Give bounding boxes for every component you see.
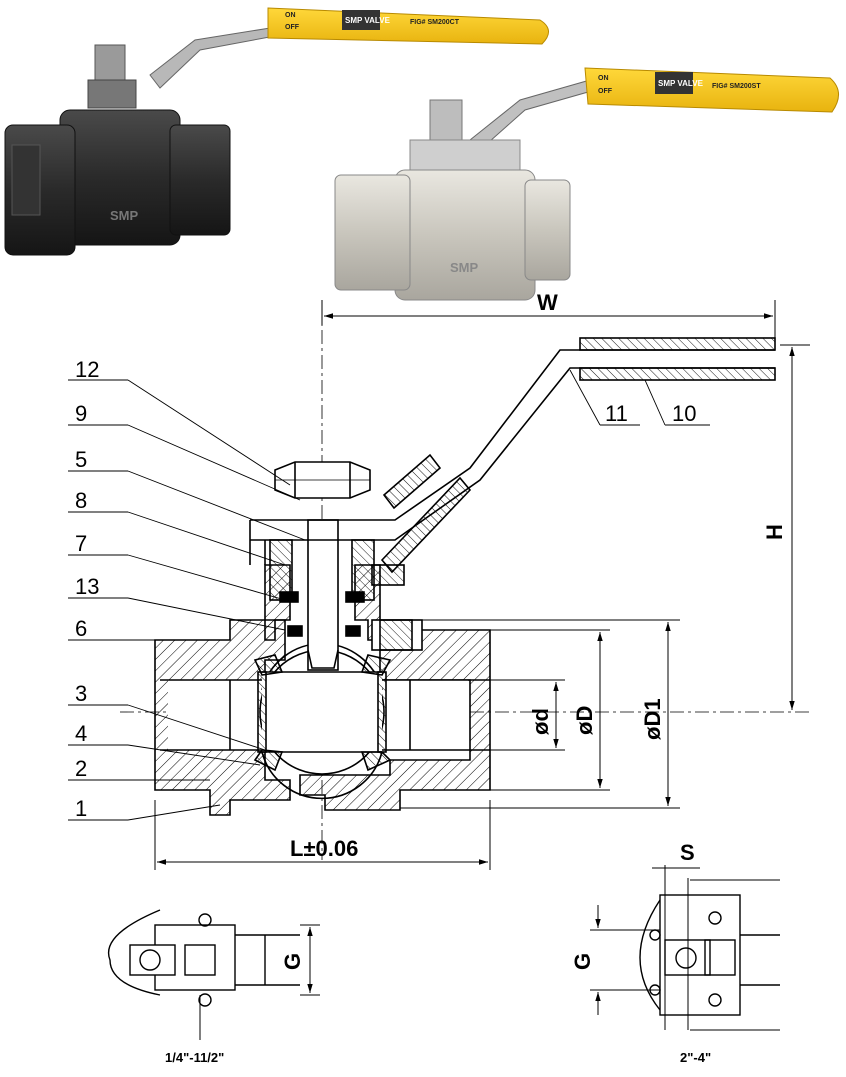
dim-w: W	[537, 290, 558, 315]
part-13: 13	[75, 574, 99, 599]
part-10: 10	[672, 401, 696, 426]
steel-body-mark: SMP	[450, 260, 479, 275]
dim-bore: ød	[528, 708, 553, 735]
caption-small-size: 1/4"-11/2"	[165, 1050, 224, 1065]
part-9: 9	[75, 401, 87, 426]
dim-h: H	[762, 524, 787, 540]
dim-g-large: G	[570, 953, 595, 970]
brand-badge-2	[655, 72, 693, 94]
part-1: 1	[75, 796, 87, 821]
part-4: 4	[75, 721, 87, 746]
yellow-handle-grip	[267, 7, 549, 45]
part-8: 8	[75, 488, 87, 513]
part-5: 5	[75, 447, 87, 472]
part-11: 11	[605, 401, 628, 426]
part-3: 3	[75, 681, 87, 706]
dim-flange-dia: øD1	[640, 698, 665, 740]
brand-badge	[342, 10, 380, 30]
handle-on-text: ON	[285, 12, 296, 19]
part-leaders	[68, 369, 710, 821]
dimension-lines	[154, 300, 810, 870]
dim-body-dia: øD	[572, 706, 597, 735]
small-size-view	[108, 909, 320, 1040]
part-6: 6	[75, 616, 87, 641]
black-valve-photo: ON OFF SMP VALVE FIG# SM200CT SMP	[4, 7, 549, 256]
handle-on-text-2: ON	[598, 75, 609, 82]
dim-length: L±0.06	[290, 836, 358, 861]
dim-s: S	[680, 840, 695, 865]
part-7: 7	[75, 531, 87, 556]
caption-large-size: 2"-4"	[680, 1050, 711, 1065]
handle-fig-text-2: FIG# SM200ST	[712, 83, 761, 90]
yellow-handle-grip-2	[584, 67, 839, 113]
handle-off-text: OFF	[285, 24, 300, 31]
part-2: 2	[75, 756, 87, 781]
section-drawing	[120, 305, 810, 860]
handle-brand-text: SMP VALVE	[345, 16, 391, 25]
stainless-valve-photo: ON OFF SMP VALVE FIG# SM200ST SMP	[334, 67, 839, 301]
handle-off-text-2: OFF	[598, 88, 613, 95]
large-size-view	[590, 865, 780, 1031]
dim-g-small: G	[280, 953, 305, 970]
handle-brand-text-2: SMP VALVE	[658, 79, 704, 88]
black-body-mark: SMP	[110, 208, 139, 223]
part-12: 12	[75, 357, 99, 382]
handle-fig-text: FIG# SM200CT	[410, 19, 460, 26]
